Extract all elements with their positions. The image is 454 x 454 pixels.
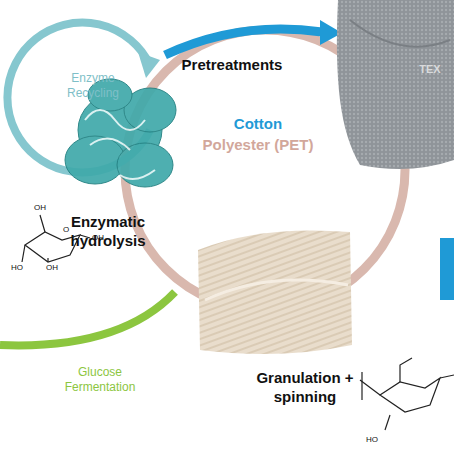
recycling-arrowhead bbox=[138, 52, 160, 78]
atom-label: OH bbox=[25, 203, 55, 213]
cycle-label: Enzyme Recycling bbox=[58, 71, 128, 101]
cotton-arc bbox=[165, 29, 322, 55]
atom-label: OH bbox=[83, 233, 113, 243]
atom-label: O bbox=[56, 225, 76, 235]
atom-label: OH bbox=[37, 263, 67, 273]
step-label: Pretreatments bbox=[152, 56, 312, 75]
cycle-label: Glucose Fermentation bbox=[50, 365, 150, 395]
material-label: Polyester (PET) bbox=[178, 136, 338, 155]
towel-print: TEX bbox=[410, 63, 450, 77]
fabric-photo bbox=[198, 230, 352, 354]
towel-photo bbox=[337, 0, 454, 169]
towel-fold bbox=[350, 20, 450, 47]
cellulose-structure bbox=[360, 358, 454, 430]
atom-label: HO bbox=[357, 435, 387, 445]
side-bar bbox=[440, 238, 454, 300]
step-label: Enzymatic hydrolysis bbox=[53, 213, 163, 251]
atom-label: HO bbox=[2, 263, 32, 273]
fermentation-arc bbox=[0, 292, 175, 345]
material-label: Cotton bbox=[188, 115, 328, 134]
fabric-sheen bbox=[205, 280, 348, 300]
step-label: Granulation + spinning bbox=[240, 369, 370, 407]
